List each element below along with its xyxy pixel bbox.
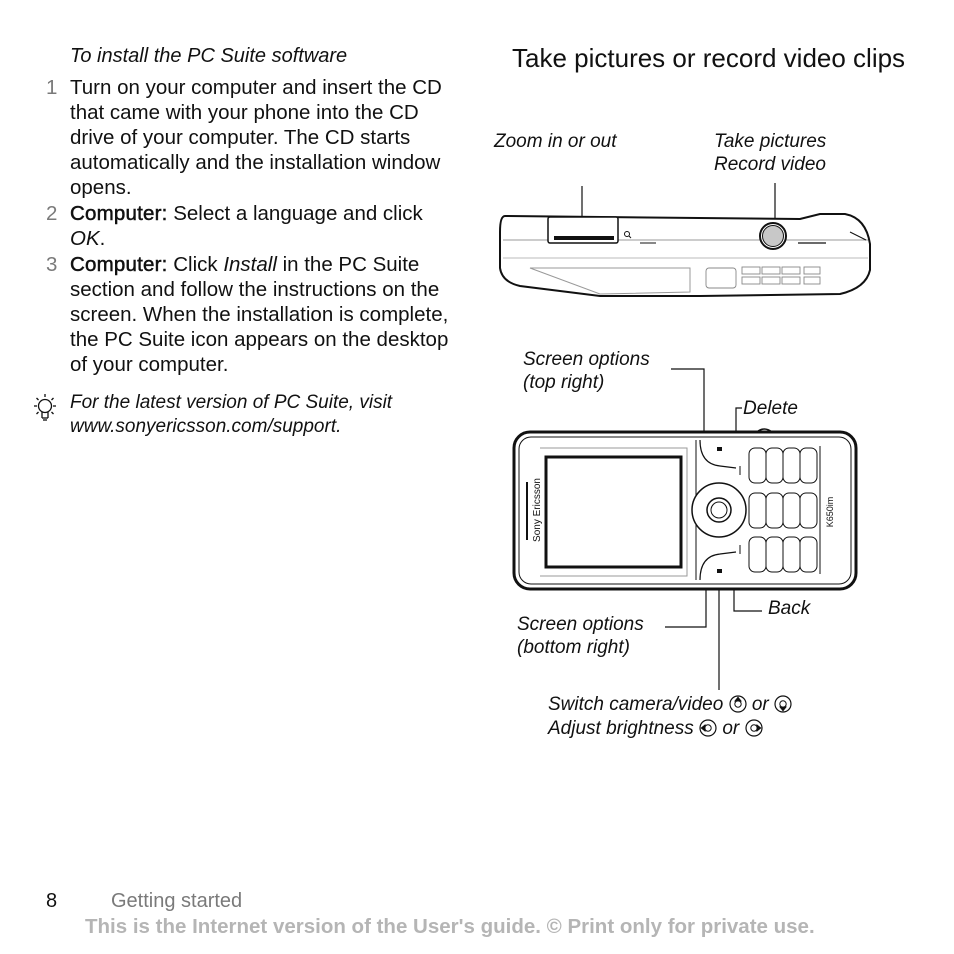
phone-front-view: Sony Ericsson K650im [512,428,858,591]
label-zoom: Zoom in or out [494,131,617,152]
step-number: 1 [46,76,58,99]
label-delete: Delete [743,398,798,419]
phone-top-view [499,213,871,297]
step-text: Turn on your computer and insert the CD … [70,76,442,199]
install-step-2: 2 Computer: Select a language and click … [46,201,450,251]
front-keypad [748,447,818,573]
phone-model-text: K650im [825,497,835,528]
step-number: 3 [46,253,58,276]
page-number: 8 [46,890,58,912]
step-text: Click Install in the PC Suite section an… [70,253,449,376]
label-back: Back [768,598,811,619]
nav-left-icon [699,719,717,737]
section-name: Getting started [111,890,243,912]
label-adjust-brightness: Adjust brightness or [548,717,763,740]
nav-right-icon [744,719,763,737]
internet-version-note: This is the Internet version of the User… [85,915,815,938]
step-number: 2 [46,202,58,225]
lightbulb-icon [34,394,56,421]
nav-down-icon [774,695,792,713]
phone-brand-text: Sony Ericsson [532,478,543,542]
step-lead: Computer: [70,253,168,277]
install-step-3: 3 Computer: Click Install in the PC Suit… [46,252,450,377]
label-switch-camera: Switch camera/video or [548,693,792,716]
label-take-pictures: Take pictures [714,131,827,152]
top-keypad-marks [705,266,821,289]
install-subheading: To install the PC Suite software [70,45,348,67]
step-text: Select a language and click OK. [70,202,423,250]
label-screen-bottom-1: Screen options [517,614,644,635]
nav-up-icon [728,695,747,713]
label-screen-top-2: (top right) [523,372,605,393]
camera-heading: Take pictures or record video clips [512,43,906,73]
label-screen-top-1: Screen options [523,349,650,370]
label-record-video: Record video [714,154,826,175]
tip-text: For the latest version of PC Suite, visi… [70,392,393,437]
label-screen-bottom-2: (bottom right) [517,637,630,658]
step-lead: Computer: [70,202,168,226]
install-step-1: 1 Turn on your computer and insert the C… [46,75,450,200]
